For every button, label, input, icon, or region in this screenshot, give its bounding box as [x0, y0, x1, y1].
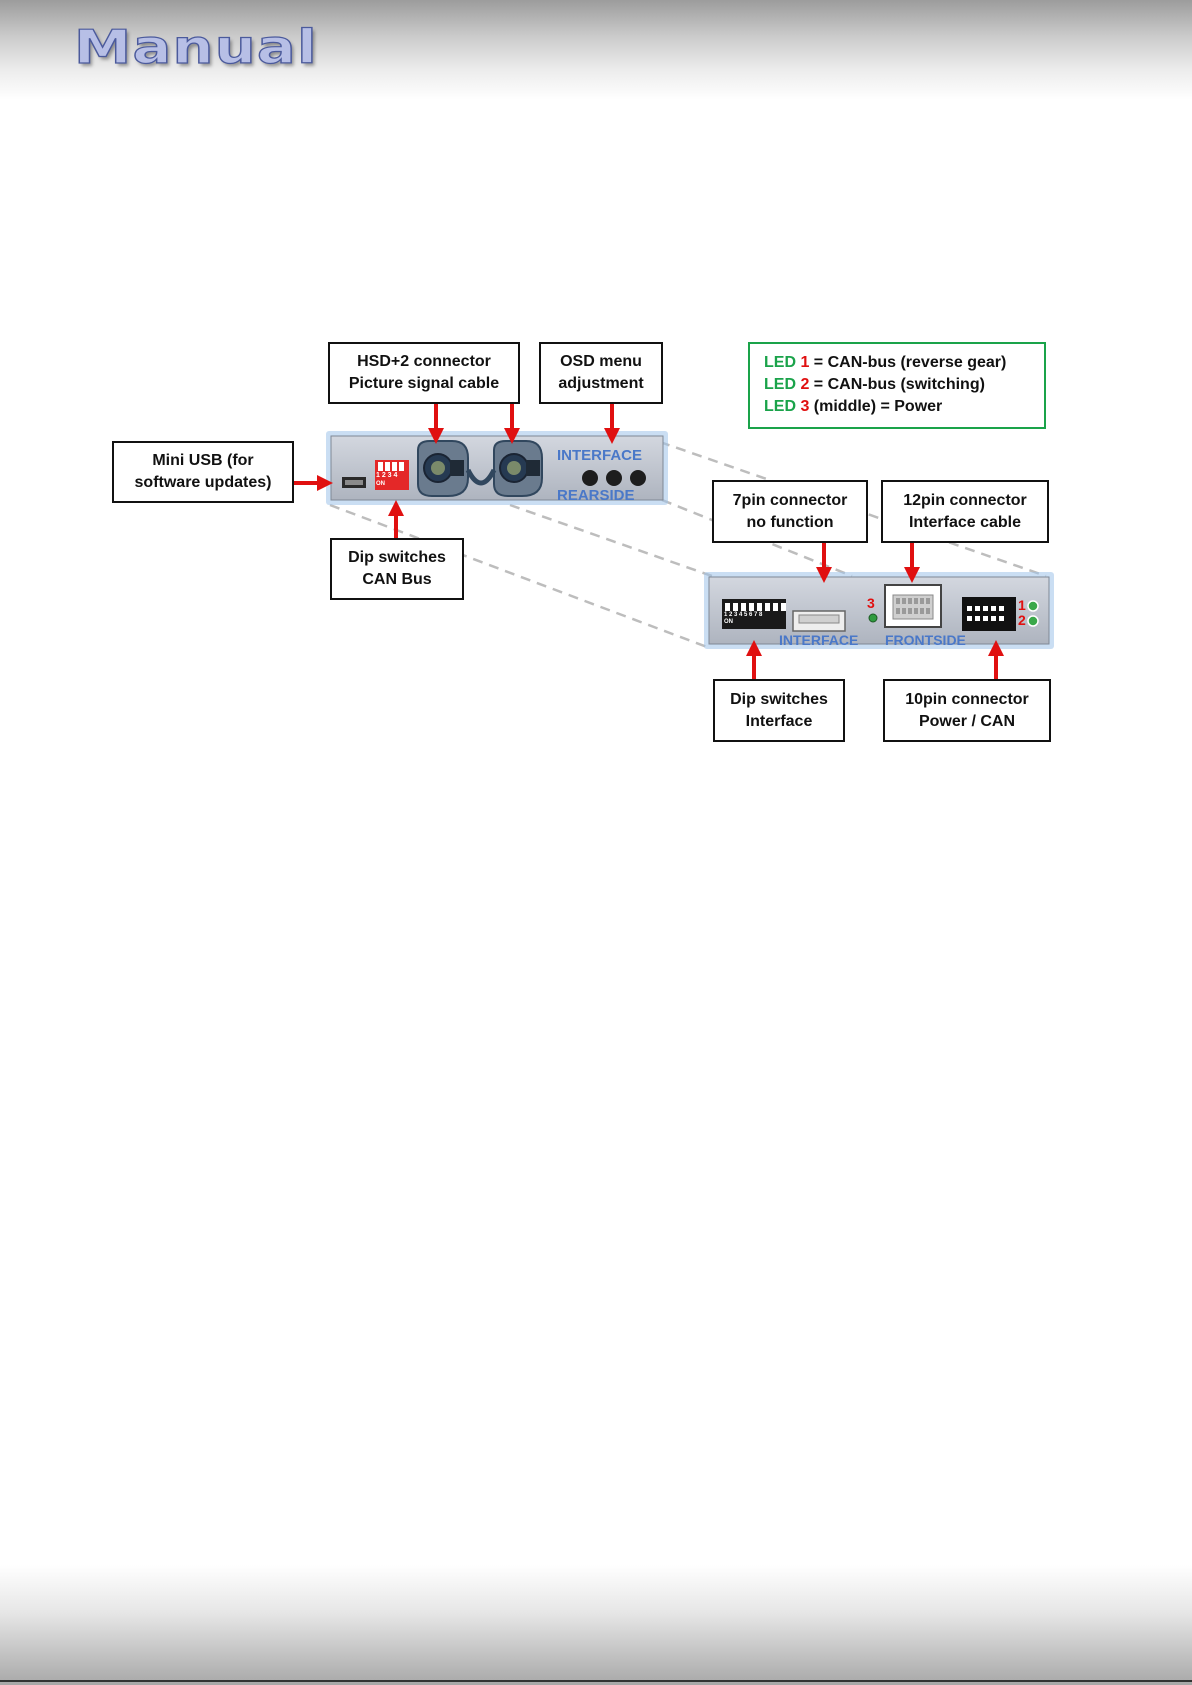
front-led-3-number: 3: [867, 595, 875, 611]
callout-10pin-connector: 10pin connector Power / CAN: [883, 679, 1051, 742]
osd-button: [606, 470, 622, 486]
10pin-connector: [962, 597, 1016, 631]
callout-line: CAN Bus: [362, 571, 432, 588]
led-2-indicator: [1027, 615, 1039, 627]
legend-led-desc: = CAN-bus (reverse gear): [809, 354, 1007, 371]
callout-7pin-connector: 7pin connector no function: [712, 480, 868, 543]
callout-line: 12pin connector: [903, 491, 1027, 509]
callout-osd-menu: OSD menu adjustment: [539, 342, 663, 404]
legend-row-led1: LED 1 = CAN-bus (reverse gear): [764, 352, 1030, 374]
callout-line: Picture signal cable: [348, 375, 500, 392]
callout-line: 10pin connector: [905, 690, 1029, 708]
header-band: Manual: [0, 0, 1192, 100]
callout-hsd-connector: HSD+2 connector Picture signal cable: [328, 342, 520, 404]
callout-line: Dip switches: [730, 690, 828, 708]
front-frontside-label: FRONTSIDE: [885, 632, 966, 648]
legend-led-number: 2: [800, 376, 810, 393]
callout-dip-interface: Dip switches Interface: [713, 679, 845, 742]
callout-line: OSD menu: [560, 353, 642, 370]
osd-button: [630, 470, 646, 486]
legend-led-word: LED: [764, 376, 796, 393]
callout-arrows: [294, 404, 1004, 679]
osd-button: [582, 470, 598, 486]
callout-line: adjustment: [558, 375, 644, 392]
legend-led-number: 1: [800, 354, 810, 371]
rear-dip-numbers: 1 2 3 4: [376, 472, 398, 479]
interface-diagram: INTERFACE REARSIDE 1 2 3 4 ON INTERFACE …: [0, 0, 1192, 800]
projection-line: [509, 503, 713, 578]
legend-row-led2: LED 2 = CAN-bus (switching): [764, 374, 1030, 396]
legend-led-word: LED: [764, 398, 796, 415]
legend-led-desc: (middle) = Power: [809, 398, 943, 415]
callout-line: Power / CAN: [918, 712, 1015, 730]
callout-12pin-connector: 12pin connector Interface cable: [881, 480, 1049, 543]
callout-line: no function: [746, 513, 834, 531]
rear-dip-on: ON: [376, 481, 385, 487]
rear-rearside-label: REARSIDE: [557, 487, 635, 504]
led-1-indicator: [1027, 600, 1039, 612]
manual-title: Manual: [73, 19, 318, 74]
led-legend: LED 1 = CAN-bus (reverse gear) LED 2 = C…: [748, 342, 1046, 429]
callout-mini-usb: Mini USB (for software updates): [112, 441, 294, 503]
front-dip-numbers: 1 2 3 4 5 6 7 8: [724, 612, 763, 618]
callout-line: HSD+2 connector: [357, 353, 491, 370]
rear-panel: [326, 431, 668, 505]
device-illustration: [294, 404, 1054, 679]
legend-row-led3: LED 3 (middle) = Power: [764, 396, 1030, 418]
callout-line: Mini USB (for: [152, 452, 254, 469]
led-3-indicator: [868, 613, 878, 623]
callout-line: Interface: [745, 712, 813, 730]
legend-led-number: 3: [800, 398, 810, 415]
front-dip-on: ON: [724, 619, 733, 625]
callout-line: Interface cable: [908, 513, 1022, 531]
footer-divider: [0, 1680, 1192, 1682]
front-led-2-number: 2: [1018, 612, 1026, 628]
callout-line: software updates): [134, 474, 272, 491]
callout-dip-can-bus: Dip switches CAN Bus: [330, 538, 464, 600]
front-panel: [704, 572, 1054, 649]
footer-band: [0, 1565, 1192, 1685]
legend-led-word: LED: [764, 354, 796, 371]
callout-line: 7pin connector: [732, 491, 848, 509]
front-led-1-number: 1: [1018, 597, 1026, 613]
legend-led-desc: = CAN-bus (switching): [809, 376, 985, 393]
callout-line: Dip switches: [348, 549, 446, 566]
rear-interface-label: INTERFACE: [557, 447, 643, 464]
front-interface-label: INTERFACE: [779, 632, 859, 648]
